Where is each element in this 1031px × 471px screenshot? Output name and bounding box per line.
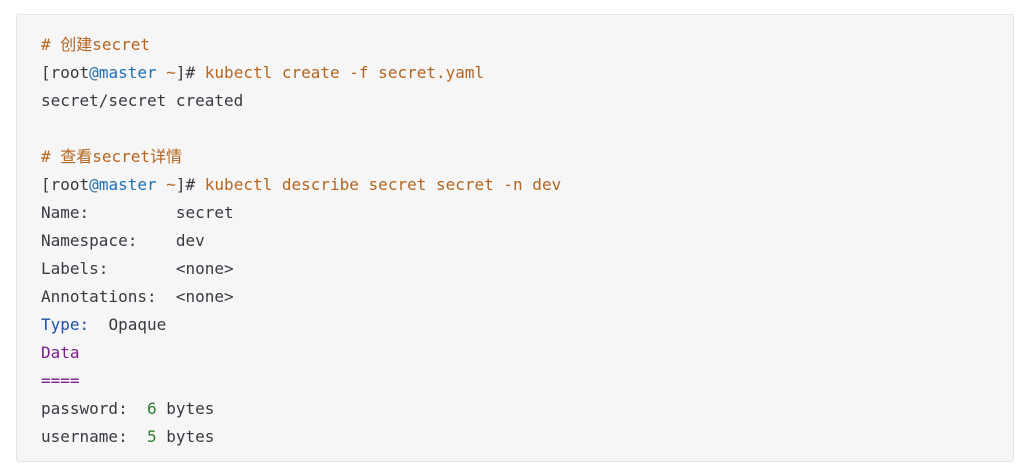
prompt-host: master [98, 175, 157, 194]
code-line-comment-create: # 创建secret [41, 31, 1013, 59]
field-value: <none> [175, 287, 234, 306]
data-pad [128, 399, 147, 418]
data-pad [128, 427, 147, 446]
code-line-data-password: password: 6 bytes [41, 395, 1013, 423]
data-size: 6 [146, 399, 157, 418]
code-line-field-namespace: Namespace: dev [41, 227, 1013, 255]
prompt-user: [root [41, 175, 90, 194]
comment-text: # 创建secret [41, 35, 151, 54]
comment-text: # 查看secret详情 [41, 147, 183, 166]
field-pad [157, 287, 176, 306]
field-pad [108, 259, 175, 278]
data-size: 5 [146, 427, 157, 446]
code-line-blank [41, 115, 1013, 143]
field-key: Annotations: [41, 287, 157, 306]
prompt-user: [root [41, 63, 90, 82]
prompt-host: master [98, 63, 157, 82]
command-text: kubectl describe secret secret -n dev [195, 175, 562, 194]
field-value: secret [175, 203, 234, 222]
field-value: dev [175, 231, 205, 250]
command-text: kubectl create -f secret.yaml [195, 63, 485, 82]
field-pad [137, 231, 176, 250]
field-key: Name: [41, 203, 90, 222]
code-line-output-created: secret/secret created [41, 91, 244, 110]
prompt-space [157, 175, 167, 194]
data-key: password: [41, 399, 128, 418]
prompt-tilde: ~ [166, 63, 176, 82]
prompt-close: ]# [175, 175, 196, 194]
prompt-close: ]# [175, 63, 196, 82]
prompt-space [157, 63, 167, 82]
data-unit: bytes [156, 427, 215, 446]
field-value: <none> [175, 259, 234, 278]
prompt-tilde: ~ [166, 175, 176, 194]
field-key: Namespace: [41, 231, 138, 250]
code-line-data-heading: Data [41, 343, 80, 362]
code-line-prompt-create: [root@master ~]# kubectl create -f secre… [41, 59, 1013, 87]
code-line-field-name: Name: secret [41, 199, 1013, 227]
field-key: Labels: [41, 259, 109, 278]
data-unit: bytes [156, 399, 215, 418]
code-line-field-labels: Labels: <none> [41, 255, 1013, 283]
code-block: # 创建secret [root@master ~]# kubectl crea… [16, 14, 1014, 462]
code-line-type: Type: Opaque [41, 311, 1013, 339]
field-pad [89, 203, 176, 222]
code-line-prompt-describe: [root@master ~]# kubectl describe secret… [41, 171, 1013, 199]
prompt-at: @ [89, 63, 99, 82]
type-value: Opaque [89, 315, 167, 334]
code-line-data-username: username: 5 bytes [41, 423, 1013, 451]
code-line-data-rule: ==== [41, 371, 80, 390]
prompt-at: @ [89, 175, 99, 194]
code-line-comment-view: # 查看secret详情 [41, 143, 1013, 171]
code-line-field-annotations: Annotations: <none> [41, 283, 1013, 311]
type-key: Type: [41, 315, 90, 334]
data-key: username: [41, 427, 128, 446]
